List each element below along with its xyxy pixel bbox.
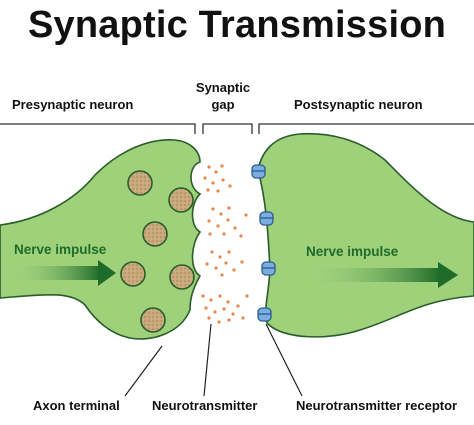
nerve-impulse-arrow-left [10, 260, 116, 286]
neurotransmitter-dots [201, 164, 249, 324]
gap-bracket [202, 123, 253, 134]
axon-terminal-leader [124, 345, 163, 397]
axon-terminal-label: Axon terminal [33, 398, 120, 413]
nerve-impulse-right-label: Nerve impulse [306, 244, 399, 259]
receptor-leader [265, 323, 303, 397]
vesicle [140, 307, 166, 333]
receptors [251, 164, 276, 322]
postsynaptic-neuron [257, 132, 474, 338]
synaptic-gap-label: Synaptic gap [195, 80, 251, 112]
vesicle [169, 264, 195, 290]
postsynaptic-label: Postsynaptic neuron [294, 97, 423, 112]
vesicle [168, 187, 194, 213]
vesicle [127, 170, 153, 196]
vesicle [120, 261, 146, 287]
nerve-impulse-left-label: Nerve impulse [14, 242, 107, 257]
neurotransmitter-label: Neurotransmitter [152, 398, 258, 413]
vesicle [142, 221, 168, 247]
presynaptic-label: Presynaptic neuron [12, 97, 134, 112]
page-title: Synaptic Transmission [27, 4, 447, 46]
presynaptic-bracket [0, 123, 196, 134]
presynaptic-neuron [0, 139, 202, 340]
postsynaptic-bracket [258, 123, 474, 134]
vesicles [120, 170, 195, 333]
receptor-label: Neurotransmitter receptor [296, 398, 458, 413]
nerve-impulse-arrow-right [306, 262, 458, 288]
neurotransmitter-leader [203, 323, 212, 397]
